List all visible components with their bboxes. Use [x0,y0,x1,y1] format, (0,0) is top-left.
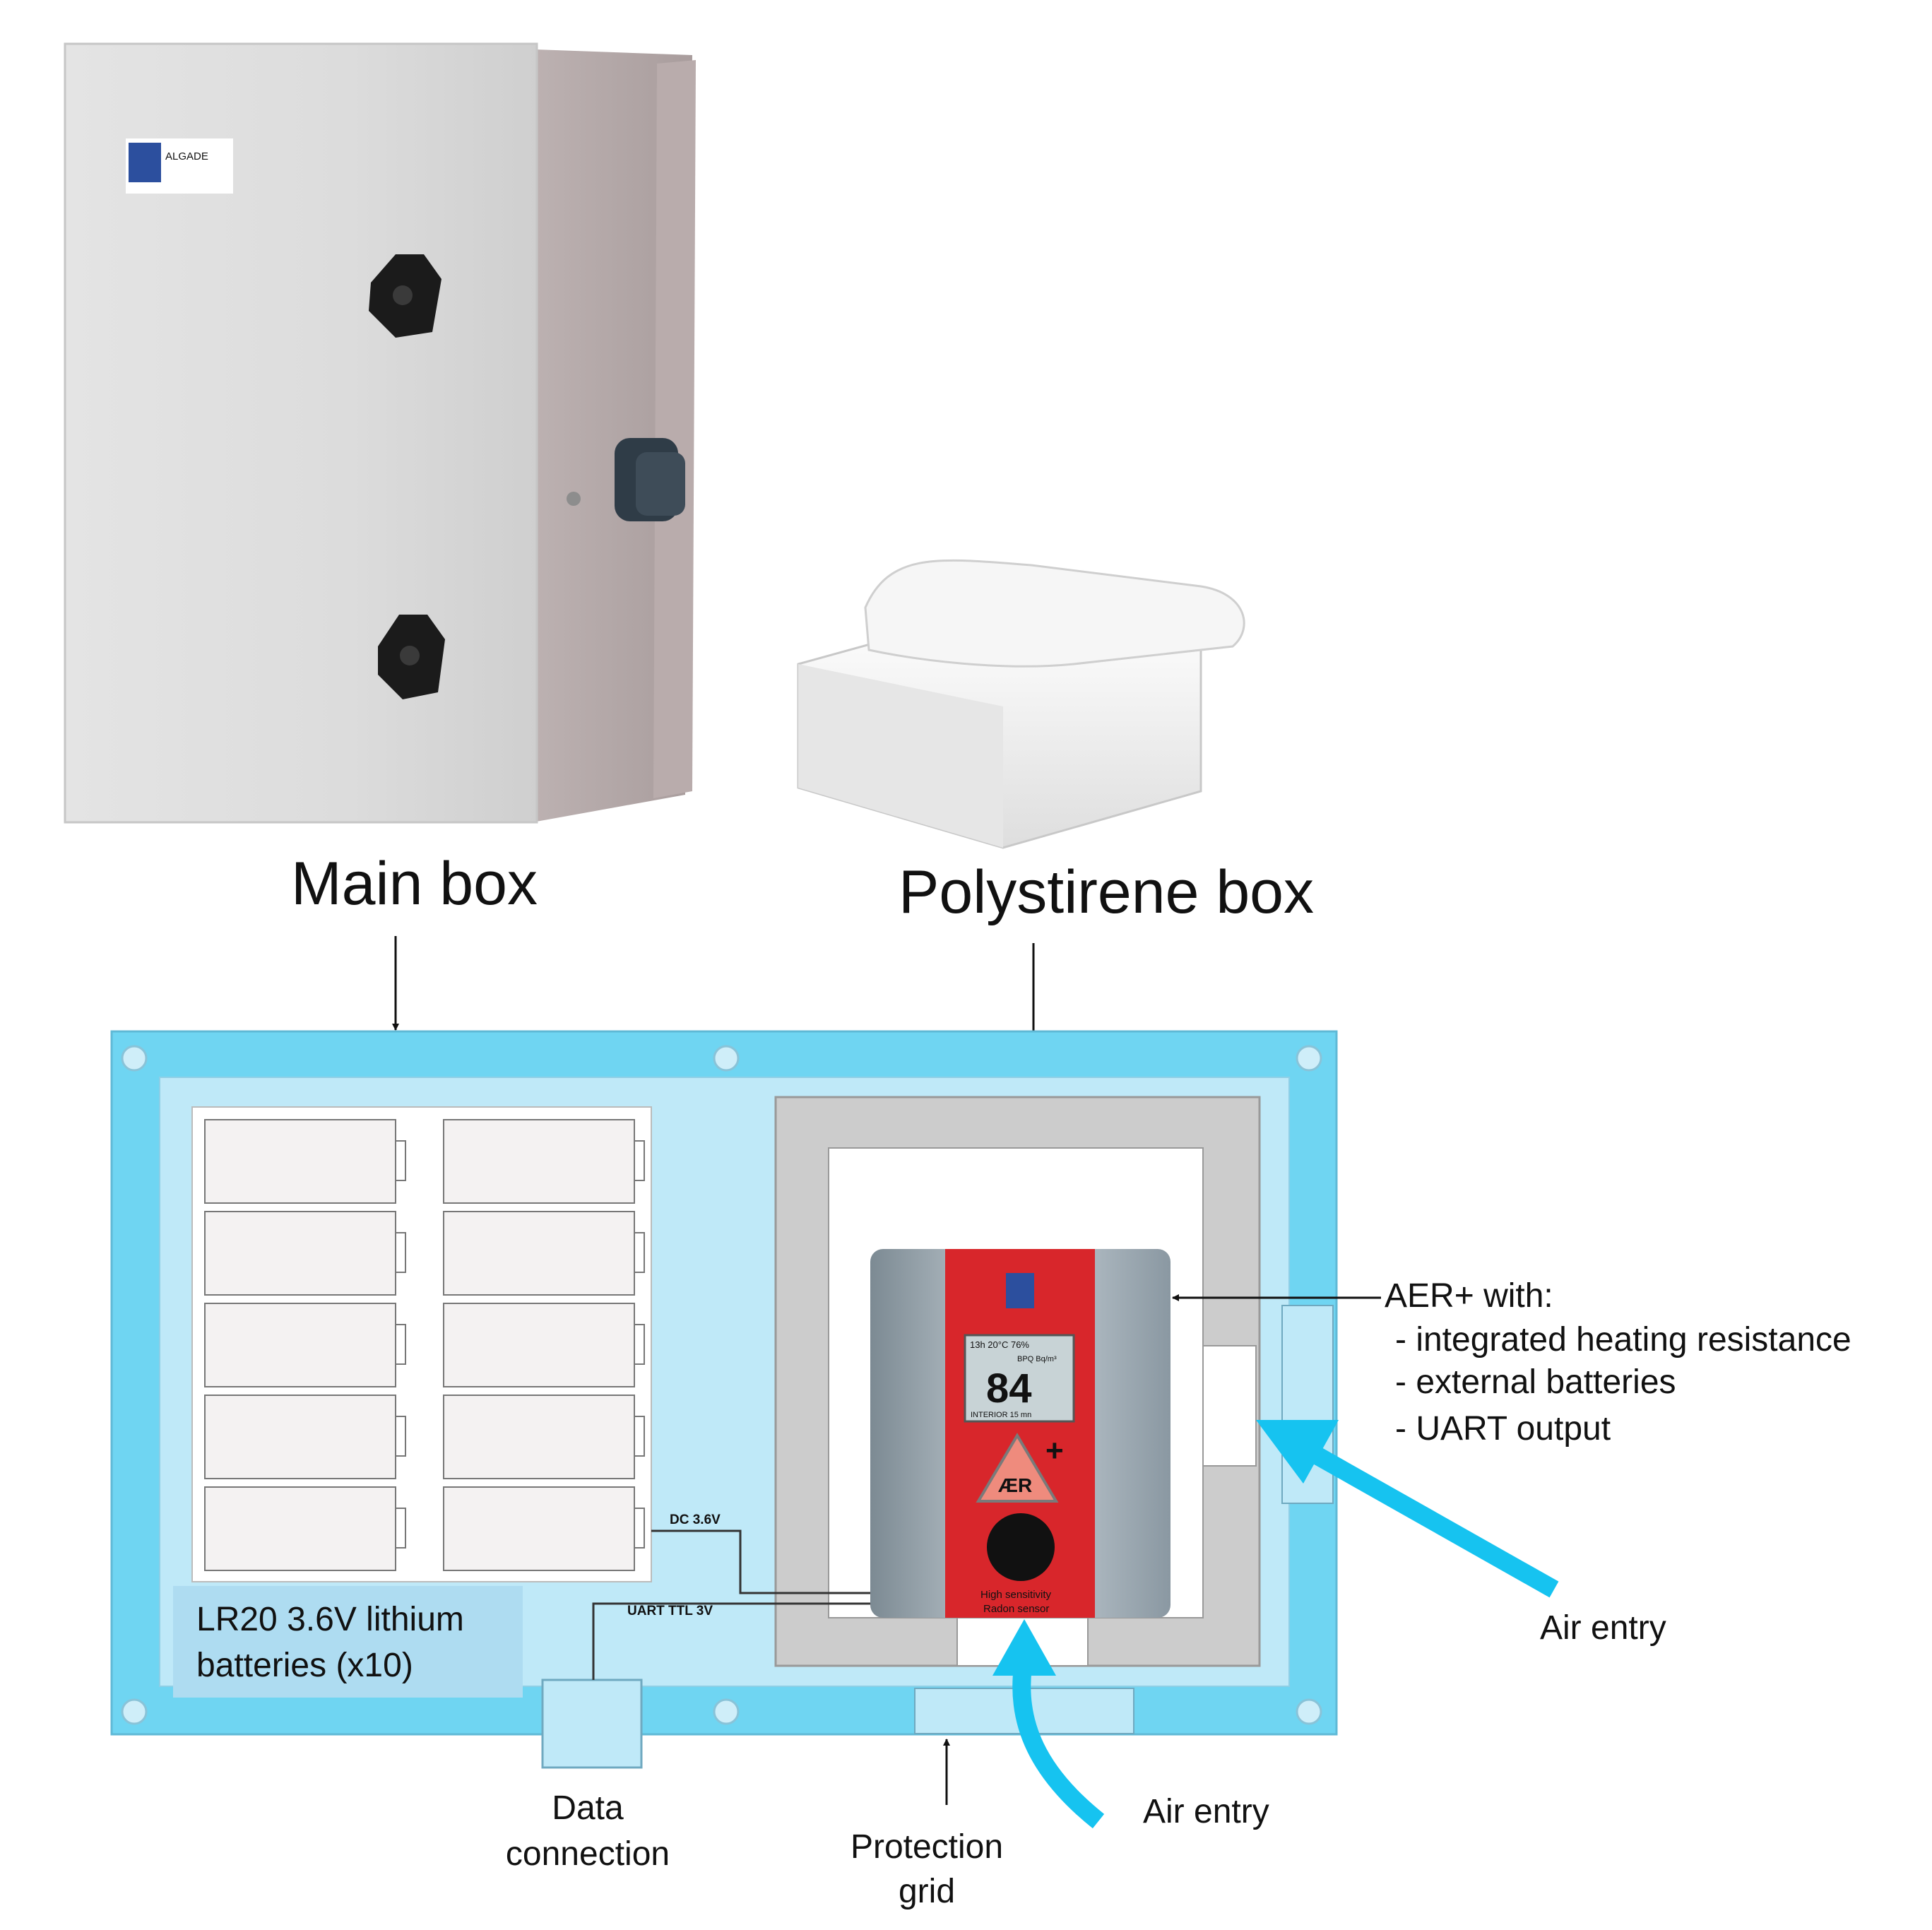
battery-cell [204,1486,396,1571]
device-footer-2: Radon sensor [983,1603,1049,1615]
display-sub: BPQ Bq/m³ [1017,1355,1057,1363]
battery-cell [204,1303,396,1387]
display-bottom: INTERIOR 15 mn [971,1411,1031,1419]
battery-terminal [395,1324,406,1365]
data-connection-label-1: Data [552,1789,624,1827]
battery-label-box [173,1586,523,1698]
battery-cell [443,1486,635,1571]
air-pipe-fitting [615,438,685,521]
battery-terminal [395,1416,406,1457]
battery-terminal [634,1324,645,1365]
poly-front-face [798,664,1003,848]
battery-cell [204,1211,396,1296]
display-top: 13h 20°C 76% [970,1339,1029,1350]
protection-grid-label-1: Protection [851,1828,1003,1866]
aer-label-item-2: - external batteries [1395,1363,1676,1401]
battery-terminal [634,1416,645,1457]
air-entry-right-arrow-icon [1256,1420,1559,1598]
lower-lock-icon [378,615,445,699]
battery-label-line1: LR20 3.6V lithium [196,1601,464,1638]
upper-lock-icon [369,254,441,338]
device-brand: ÆR [998,1474,1032,1496]
poly-lid [864,559,1245,668]
uart-wire [592,1602,870,1680]
aer-label-title: AER+ with: [1385,1277,1553,1315]
enclosure-logo-text: ALGADE [165,150,208,162]
data-connection-port [541,1679,643,1769]
main-box-title: Main box [291,850,538,918]
aer-device: 13h 20°C 76% BPQ Bq/m³ 84 INTERIOR 15 mn… [870,1249,1171,1618]
display-value: 84 [986,1366,1032,1411]
device-inlet [987,1513,1055,1581]
device-display [964,1334,1075,1423]
battery-label-line2: batteries (x10) [196,1647,413,1684]
enclosure-hinge-strip [653,60,696,798]
battery-cell [204,1395,396,1479]
mounting-hole [121,1698,148,1725]
data-connection-label-2: connection [506,1835,670,1873]
battery-cell [443,1211,635,1296]
battery-cells [204,1119,645,1571]
device-plus: + [1045,1433,1064,1468]
poly-side-vent [1202,1345,1257,1467]
aer-label-item-1: - integrated heating resistance [1395,1321,1851,1358]
enclosure-side [528,49,692,823]
uart-label: UART TTL 3V [627,1604,713,1618]
air-entry-bottom-label: Air entry [1143,1793,1269,1830]
logo-mark [129,143,161,182]
schematic-board: LR20 3.6V lithium batteries (x10) DC 3.6… [110,1030,1338,1769]
air-entry-right-label: Air entry [1540,1609,1666,1647]
battery-cell [443,1303,635,1387]
mounting-holes [121,1045,1322,1725]
air-entry-bottom-arrow-icon [992,1619,1105,1829]
device-logo [1006,1273,1034,1308]
battery-terminal [395,1508,406,1549]
enclosure-screw [567,492,581,506]
protection-grid-label-2: grid [899,1873,955,1910]
battery-cell [443,1119,635,1204]
battery-terminal [395,1232,406,1273]
mounting-hole [713,1045,740,1072]
polystyrene-box-title: Polystirene box [899,858,1314,926]
battery-terminal [395,1140,406,1181]
battery-terminal [634,1508,645,1549]
battery-cell [443,1395,635,1479]
battery-terminal [634,1232,645,1273]
dc-label: DC 3.6V [670,1512,721,1527]
main-box-photo: ALGADE [64,42,696,824]
battery-cell [204,1119,396,1204]
mounting-hole [121,1045,148,1072]
brand-triangle-icon [976,1433,1059,1503]
mounting-hole [1296,1045,1322,1072]
aer-label-item-3: - UART output [1395,1410,1611,1448]
mounting-hole [713,1698,740,1725]
mounting-hole [1296,1698,1322,1725]
polystyrene-box-photo [797,559,1245,849]
device-footer-1: High sensitivity [980,1589,1052,1601]
battery-terminal [634,1140,645,1181]
dc-wire [651,1529,870,1594]
